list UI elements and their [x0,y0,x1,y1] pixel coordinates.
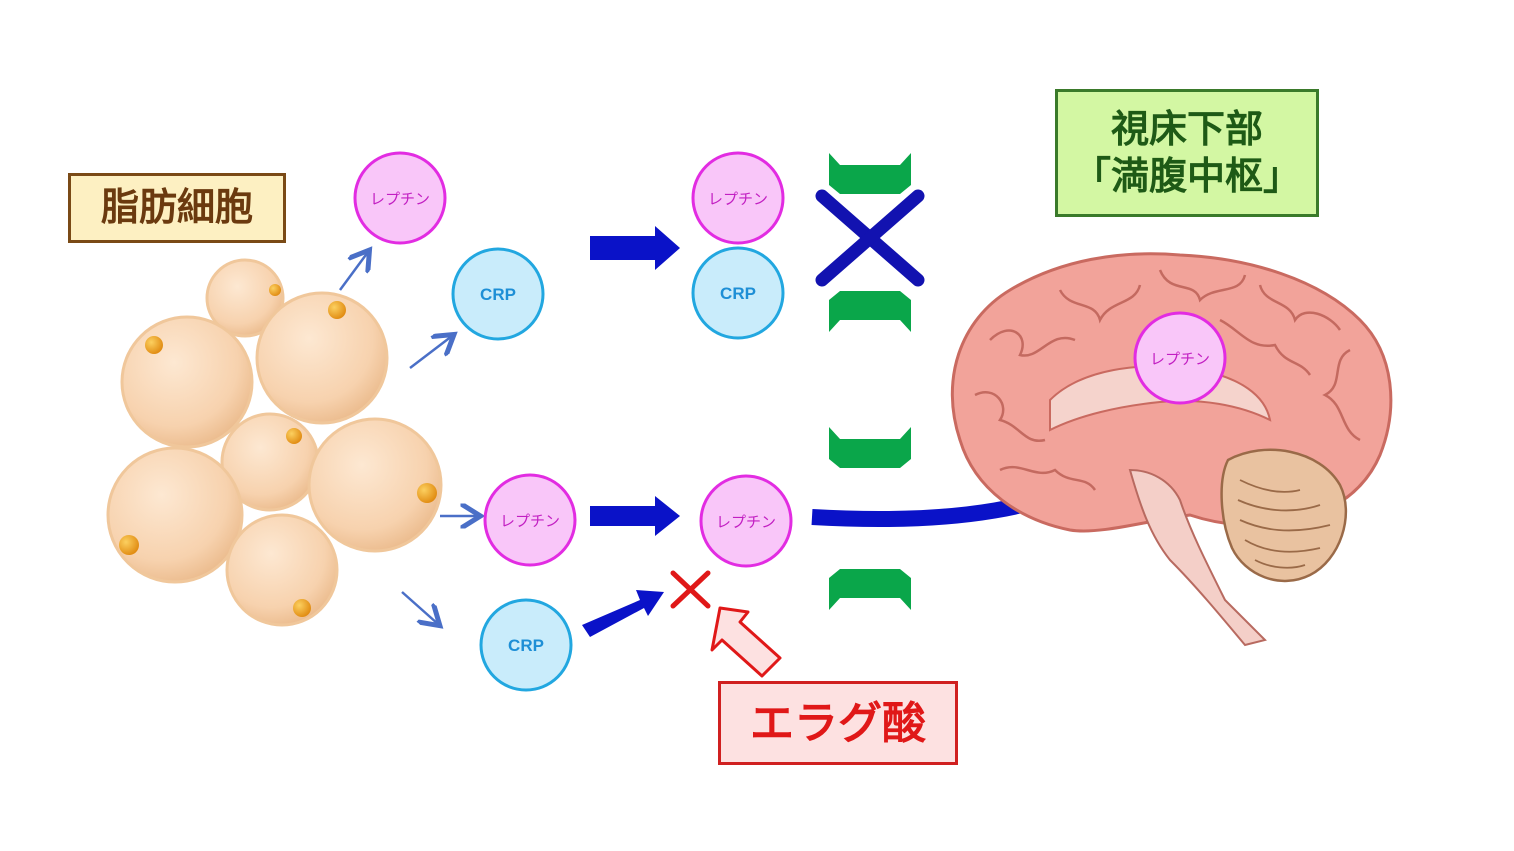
bold-arrow-top [590,226,680,270]
fat-cell-text: 脂肪細胞 [100,185,253,230]
leptin-in-brain: レプチン [1133,311,1227,405]
fat-cell-cluster [106,258,443,627]
crp-molecule-top: CRP [451,247,545,341]
crp-molecule-bottom: CRP [479,598,573,692]
leptin-label: レプチン [500,512,560,530]
hypothalamus-text-line1: 視床下部 [1110,106,1263,151]
leptin-label: レプチン [708,190,768,208]
hypothalamus-text-line2: 「満腹中枢」 [1072,154,1301,198]
crp-label: CRP [508,636,544,655]
ellagic-acid-arrow [710,606,782,678]
leptin-crp-complex: レプチン CRP [691,151,785,340]
crp-arrow-blocked [582,590,664,637]
leptin-molecule-top: レプチン [353,151,447,245]
release-arrows [338,252,478,624]
leptin-label: レプチン [370,190,430,208]
crp-label: CRP [480,285,516,304]
leptin-molecule-free: レプチン [699,474,793,568]
bold-arrow-bottom [590,496,680,536]
leptin-molecule-bottom: レプチン [483,473,577,567]
leptin-label: レプチン [716,513,776,531]
ellagic-acid-label: エラグ酸 [718,681,958,765]
receptor-barrier-top [829,153,911,332]
fat-cell-label: 脂肪細胞 [68,173,286,243]
blocked-x-mark [815,189,925,287]
hypothalamus-label: 視床下部 「満腹中枢」 [1055,89,1319,217]
ellagic-acid-text: エラグ酸 [750,697,926,749]
inhibition-x-mark [670,570,711,609]
receptor-barrier-bottom [829,427,911,610]
leptin-label: レプチン [1150,350,1210,368]
crp-label: CRP [720,284,756,303]
